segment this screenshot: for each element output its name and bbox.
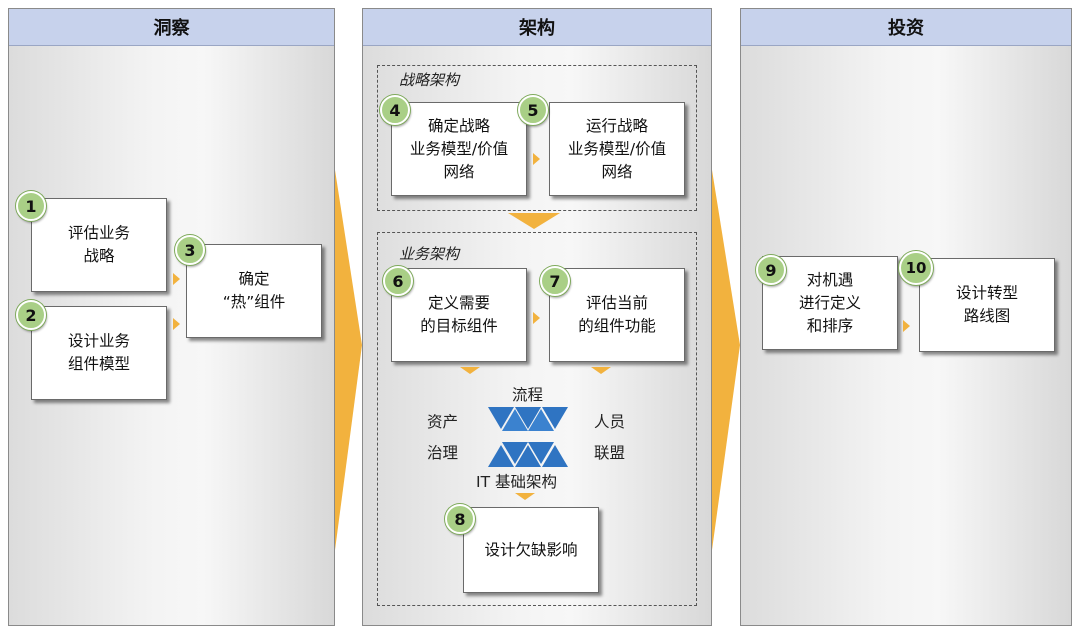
pillar-assets-label: 资产	[427, 413, 459, 431]
step-7-box: 评估当前 的组件功能	[549, 268, 685, 362]
step-7-label: 评估当前 的组件功能	[578, 294, 656, 335]
step-10-box: 设计转型 路线图	[919, 258, 1055, 352]
arrow-6-7-icon	[533, 312, 540, 324]
step-4-badge: 4	[380, 95, 410, 125]
arrow-6-down-icon	[460, 367, 480, 374]
step-3-box: 确定 “热”组件	[186, 244, 322, 338]
step-6-label: 定义需要 的目标组件	[420, 294, 498, 335]
pillar-hexagram-icon	[488, 407, 568, 467]
step-10-label: 设计转型 路线图	[955, 284, 1018, 325]
arrow-1-3-icon	[173, 273, 180, 285]
step-4-label: 确定战略 业务模型/价值 网络	[409, 116, 509, 181]
arrow-infra-to-8-icon	[515, 493, 535, 500]
arrow-2-3-icon	[173, 318, 180, 330]
insight-column-header: 洞察	[9, 9, 334, 46]
step-2-label: 设计业务 组件模型	[67, 332, 130, 373]
architecture-column-header: 架构	[363, 9, 711, 46]
step-5-badge: 5	[518, 95, 548, 125]
step-6-box: 定义需要 的目标组件	[391, 268, 527, 362]
pillar-process-label: 流程	[512, 386, 544, 404]
business-architecture-section	[377, 232, 697, 606]
arrow-7-down-icon	[591, 367, 611, 374]
step-8-label: 设计欠缺影响	[484, 540, 578, 559]
strategy-architecture-label: 战略架构	[399, 71, 460, 89]
step-7-badge: 7	[540, 266, 570, 296]
strategy-architecture-section	[377, 65, 697, 211]
business-architecture-label: 业务架构	[399, 245, 460, 263]
step-8-badge: 8	[445, 504, 475, 534]
step-3-label: 确定 “热”组件	[222, 270, 286, 311]
step-3-badge: 3	[175, 235, 205, 265]
pillar-alliance-label: 联盟	[594, 444, 626, 462]
big-arrow-1-icon	[335, 170, 362, 550]
step-4-box: 确定战略 业务模型/价值 网络	[391, 102, 527, 196]
step-2-badge: 2	[16, 300, 46, 330]
down-arrow-strategy-to-business-icon	[508, 213, 560, 229]
step-1-badge: 1	[16, 191, 46, 221]
pillar-governance-label: 治理	[427, 444, 459, 462]
pillar-people-label: 人员	[594, 413, 626, 431]
arrow-9-10-icon	[903, 320, 910, 332]
arrow-4-5-icon	[533, 153, 540, 165]
step-9-label: 对机遇 进行定义 和排序	[798, 270, 861, 335]
step-8-box: 设计欠缺影响	[463, 507, 599, 593]
step-1-label: 评估业务 战略	[67, 224, 130, 265]
pillar-it-infrastructure-label: IT 基础架构	[476, 473, 557, 491]
big-arrow-2-icon	[712, 170, 740, 550]
step-10-badge: 10	[899, 251, 933, 285]
investment-column-header: 投资	[741, 9, 1071, 46]
step-6-badge: 6	[383, 266, 413, 296]
step-2-box: 设计业务 组件模型	[31, 306, 167, 400]
step-5-label: 运行战略 业务模型/价值 网络	[567, 116, 667, 181]
step-5-box: 运行战略 业务模型/价值 网络	[549, 102, 685, 196]
step-9-badge: 9	[756, 255, 786, 285]
step-1-box: 评估业务 战略	[31, 198, 167, 292]
